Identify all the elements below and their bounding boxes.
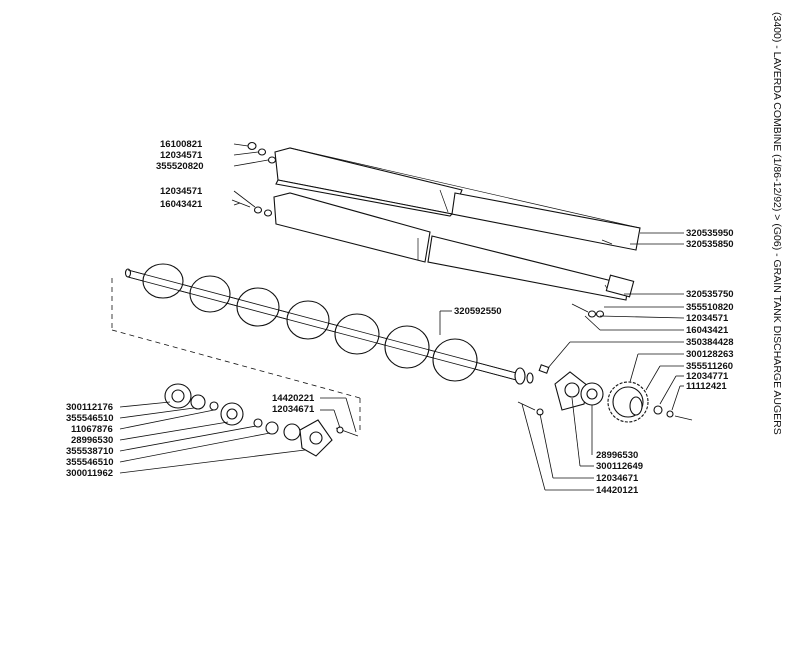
- washer-16100821: [247, 141, 277, 164]
- label-12034571-b: 12034571: [160, 186, 203, 197]
- label-300112649: 300112649: [596, 461, 643, 472]
- label-14420221: 14420221: [272, 393, 315, 404]
- label-12034571-a: 12034571: [160, 150, 203, 161]
- label-300011962: 300011962: [66, 468, 113, 479]
- label-300112176: 300112176: [66, 402, 113, 413]
- bolt-16043421-right: [571, 303, 605, 318]
- label-12034771: 12034771: [686, 371, 729, 382]
- label-16043421-a: 16043421: [160, 199, 203, 210]
- label-355546510-a: 355546510: [66, 413, 114, 424]
- auger-cover-upper: [274, 147, 641, 251]
- label-320535950: 320535950: [686, 228, 734, 239]
- bearing-group-left: [164, 383, 359, 457]
- bolt-16043421: [231, 199, 273, 217]
- label-350384428: 350384428: [686, 337, 734, 348]
- label-355510820: 355510820: [686, 302, 734, 313]
- label-16043421-b: 16043421: [686, 325, 729, 336]
- label-14420121: 14420121: [596, 485, 639, 496]
- leader-lines: [119, 143, 685, 491]
- label-300128263: 300128263: [686, 349, 734, 360]
- bearing-group-right: [517, 364, 604, 416]
- label-355546510-b: 355546510: [66, 457, 114, 468]
- label-12034571-c: 12034571: [686, 313, 729, 324]
- label-12034671-b: 12034671: [596, 473, 639, 484]
- label-11112421: 11112421: [686, 381, 727, 392]
- label-28996530-b: 28996530: [596, 450, 638, 461]
- auger-cover-lower: [273, 192, 635, 301]
- shaft-collar: [514, 367, 534, 385]
- label-355538710: 355538710: [66, 446, 114, 457]
- label-16100821: 16100821: [160, 139, 203, 150]
- label-11067876: 11067876: [71, 424, 113, 435]
- label-320535850: 320535850: [686, 239, 734, 250]
- label-320592550: 320592550: [454, 306, 502, 317]
- label-355511260: 355511260: [686, 361, 733, 372]
- dash-line-bottom: [111, 329, 361, 399]
- label-28996530-a: 28996530: [71, 435, 113, 446]
- diagram-title: (3400) - LAVERDA COMBINE (1/86-12/92) > …: [771, 12, 783, 435]
- label-355520820: 355520820: [156, 161, 204, 172]
- sprocket: [607, 381, 693, 423]
- label-12034671-a: 12034671: [272, 404, 315, 415]
- label-320535750: 320535750: [686, 289, 734, 300]
- auger-flights: [127, 263, 521, 382]
